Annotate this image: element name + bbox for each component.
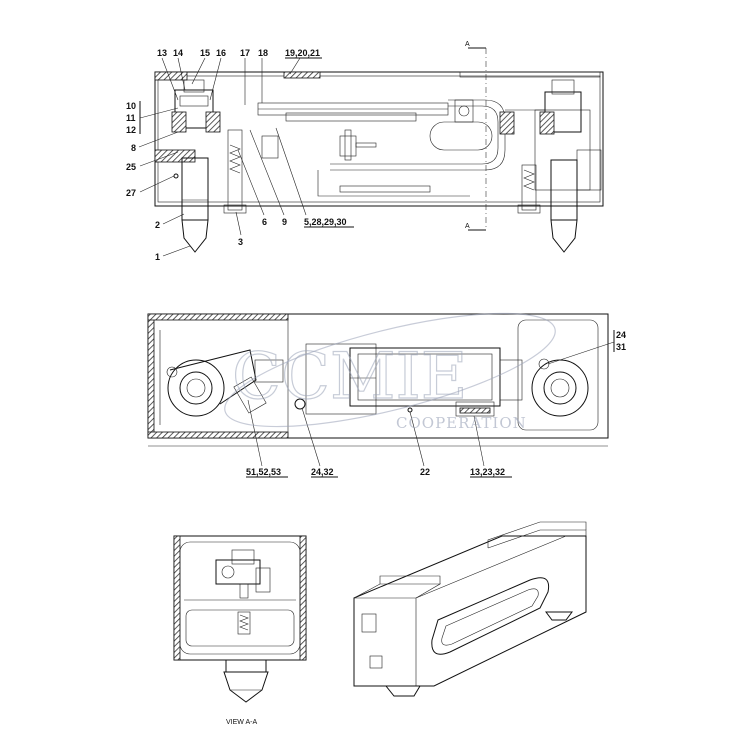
callout-10: 10	[126, 101, 136, 111]
callout-13-23-32: 13,23,32	[470, 467, 505, 477]
callout-6: 6	[262, 217, 267, 227]
callout-12: 12	[126, 125, 136, 135]
callout-19-20-21: 19,20,21	[285, 48, 320, 58]
callout-8: 8	[131, 143, 136, 153]
section-marker-bottom: A	[465, 223, 470, 230]
top-view-callouts: 13 14 15 16 17 18 19,20,21 10 11 12 8 25…	[126, 48, 354, 262]
side-view	[147, 313, 609, 447]
callout-15: 15	[200, 48, 210, 58]
callout-51-52-53: 51,52,53	[246, 467, 281, 477]
top-view: A A	[154, 41, 604, 253]
section-marker-top: A	[465, 41, 470, 48]
watermark-logo: CCMIE COOPERATION	[224, 312, 556, 432]
callout-11: 11	[126, 113, 136, 123]
watermark-subtext: COOPERATION	[396, 414, 527, 432]
callout-17: 17	[240, 48, 250, 58]
callout-22: 22	[420, 467, 430, 477]
callout-14: 14	[173, 48, 183, 58]
top-view-frame	[154, 71, 604, 207]
callout-27: 27	[126, 188, 136, 198]
callout-13: 13	[157, 48, 167, 58]
callout-2: 2	[155, 220, 160, 230]
watermark-text: CCMIE	[232, 340, 467, 414]
section-view-a-a: VIEW A-A	[173, 535, 307, 726]
callout-31: 31	[616, 342, 626, 352]
callout-1: 1	[155, 252, 160, 262]
callout-16: 16	[216, 48, 226, 58]
callout-25: 25	[126, 162, 136, 172]
isometric-view	[353, 521, 587, 697]
callout-3: 3	[238, 237, 243, 247]
section-view-caption: VIEW A-A	[226, 719, 257, 726]
callout-24: 24	[616, 330, 626, 340]
callout-5-28-29-30: 5,28,29,30	[304, 217, 347, 227]
callout-18: 18	[258, 48, 268, 58]
callout-24-32: 24,32	[311, 467, 334, 477]
side-view-callouts: 24 31 51,52,53 24,32 22 13,23,32	[246, 330, 626, 478]
callout-9: 9	[282, 217, 287, 227]
